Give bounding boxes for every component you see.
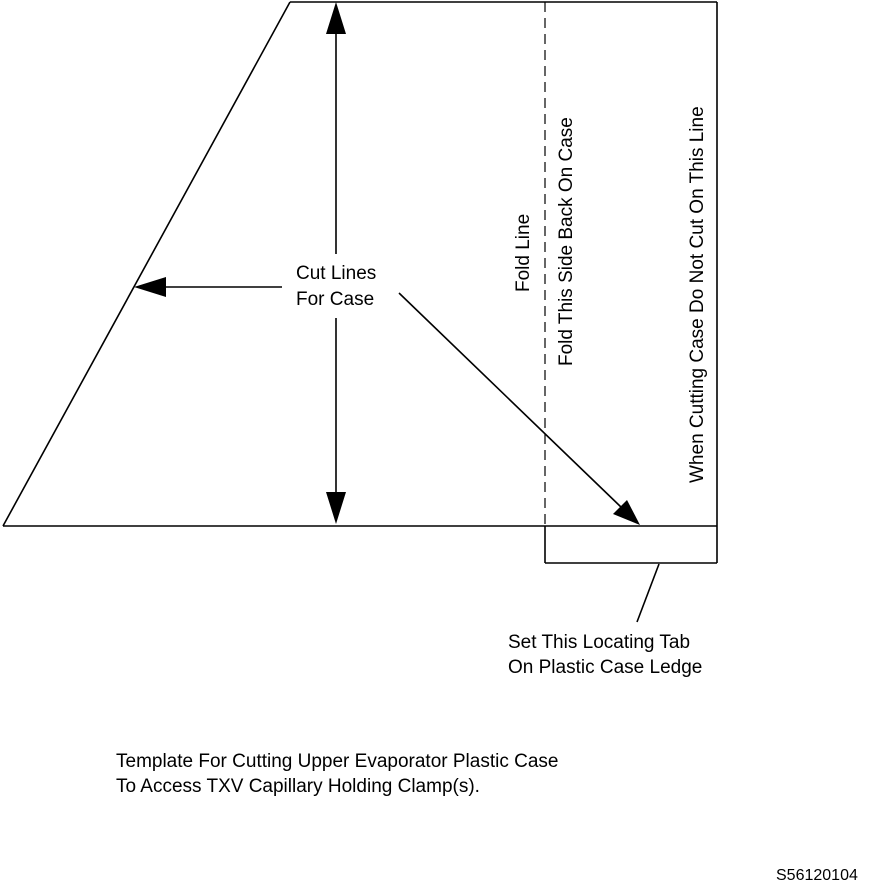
arrowhead-up [326,2,346,34]
fold-line-label: Fold Line [513,214,534,292]
diagonal-cut-arrow [398,292,640,525]
tab-leader-line [636,563,660,623]
diagonal-arrow-shaft [398,292,623,509]
locating-tab [544,526,717,564]
template-outline [2,1,718,563]
arrowhead-diagonal [613,500,640,525]
caption-line1: Template For Cutting Upper Evaporator Pl… [116,751,558,772]
locating-tab-label-line2: On Plastic Case Ledge [508,657,702,678]
arrowhead-down [326,492,346,524]
arrowhead-left [134,277,166,297]
figure-id: S56120104 [776,867,858,884]
slanted-cut-edge [2,1,291,527]
cut-lines-label-line1: Cut Lines [296,263,376,284]
locating-tab-label-line1: Set This Locating Tab [508,632,690,653]
left-cut-arrow [134,277,282,297]
caption-line2: To Access TXV Capillary Holding Clamp(s)… [116,776,480,797]
fold-side-label: Fold This Side Back On Case [556,117,577,366]
vertical-cut-arrow [326,2,346,524]
no-cut-label: When Cutting Case Do Not Cut On This Lin… [687,106,708,483]
cut-lines-label-line2: For Case [296,289,374,310]
